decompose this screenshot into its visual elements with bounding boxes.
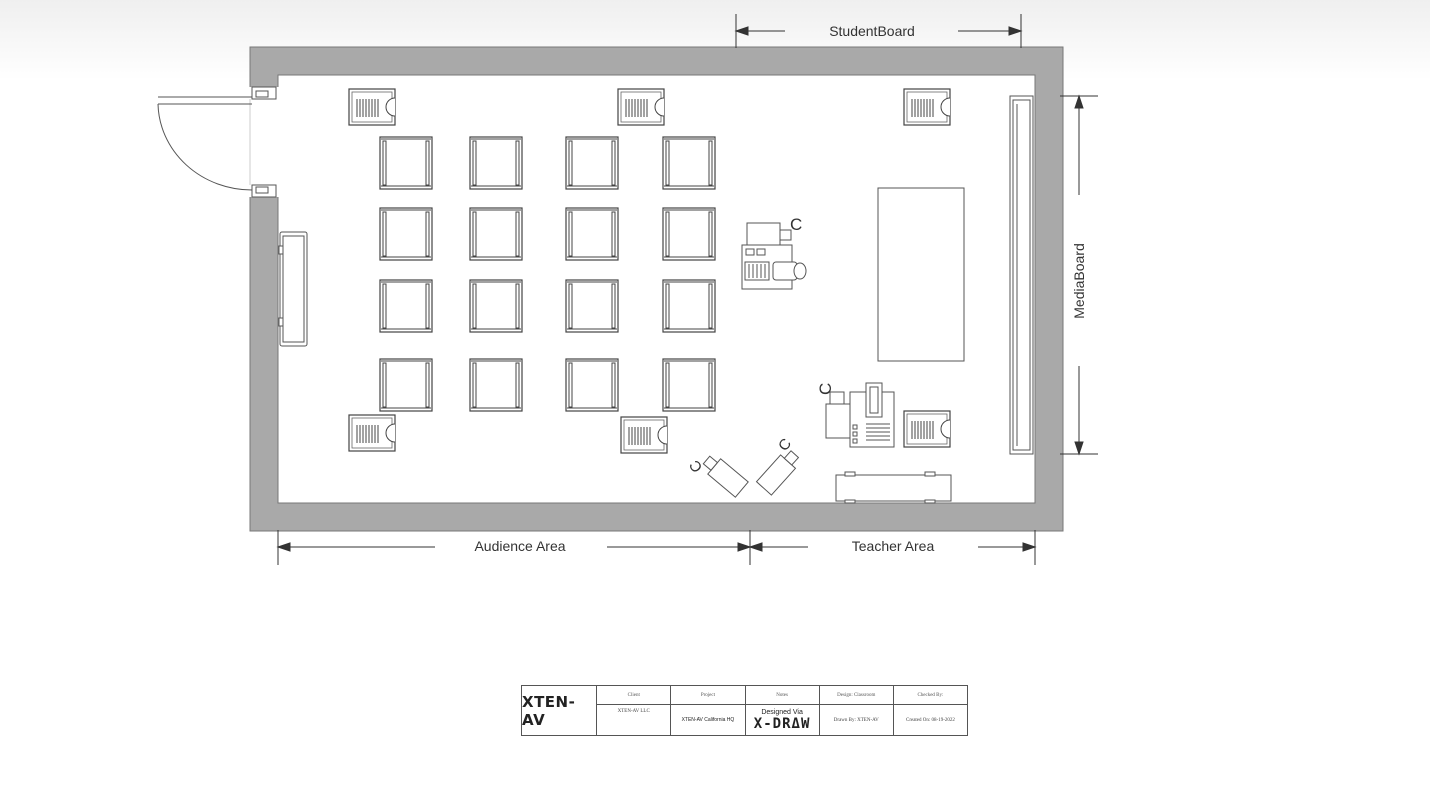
camera-label: C (790, 215, 802, 234)
tb-design: Design: Classroom Drawn By: XTEN-AV (819, 686, 894, 735)
tb-client: Client XTEN-AV LLC (597, 686, 672, 735)
tb-client-value: XTEN-AV LLC (617, 709, 650, 714)
dimension-areas (276, 530, 1037, 565)
camera-icon (755, 450, 800, 496)
tb-project: Project XTEN-AV California HQ (671, 686, 746, 735)
chair-icon (565, 279, 619, 333)
speaker-icon (903, 88, 951, 126)
tb-created-on: Created On: 08-19-2022 (905, 717, 955, 723)
chair-icon (469, 279, 523, 333)
speaker-icon (348, 414, 396, 452)
title-block: XTEN-AV Client XTEN-AV LLC Project XTEN-… (521, 685, 968, 736)
speaker-icon (617, 88, 665, 126)
dimension-mediaboard (1060, 94, 1098, 456)
door-icon (157, 96, 253, 191)
chair-icon (662, 279, 716, 333)
chair-icon (565, 358, 619, 412)
chair-icon (565, 207, 619, 261)
camera-icon (702, 455, 749, 498)
wall-display-icon (278, 231, 308, 347)
tb-notes-value: Designed Via X-DRΔW (746, 705, 819, 735)
tb-checked: Checked By: Created On: 08-19-2022 (893, 686, 968, 735)
tb-checked-head: Checked By: (893, 686, 968, 705)
dimension-label-studentboard: StudentBoard (829, 23, 915, 39)
chair-icon (379, 358, 433, 412)
chair-icon (379, 136, 433, 190)
tb-notes-head: Notes (745, 686, 819, 705)
chair-icon (379, 279, 433, 333)
speaker-icon (348, 88, 396, 126)
teacher-table (877, 187, 965, 362)
av-equipment-icon (741, 222, 807, 290)
chair-icon (662, 358, 716, 412)
chair-icon (662, 136, 716, 190)
room-walls (249, 46, 1064, 532)
dimension-studentboard (734, 14, 1023, 48)
chair-icon (379, 207, 433, 261)
chair-icon (469, 207, 523, 261)
tb-project-head: Project (671, 686, 745, 705)
chair-icon (469, 358, 523, 412)
chair-icon (469, 136, 523, 190)
dimension-label-teacher-area: Teacher Area (852, 538, 935, 554)
document-camera-icon (835, 471, 952, 504)
tb-notes: Notes Designed Via X-DRΔW (745, 686, 820, 735)
speaker-icon (620, 416, 668, 454)
tb-client-head: Client (597, 686, 671, 705)
speaker-icon (903, 410, 951, 448)
xten-av-logo: XTEN-AV (522, 686, 598, 735)
mediaboard-screen (1009, 95, 1034, 455)
dimension-label-mediaboard: MediaBoard (1071, 243, 1087, 319)
tb-drawn-by: Drawn By: XTEN-AV (833, 717, 879, 723)
camera-label: C (816, 383, 835, 395)
tb-design-head: Design: Classroom (819, 686, 893, 705)
chair-icon (565, 136, 619, 190)
tb-project-value: XTEN-AV California HQ (681, 717, 735, 723)
x-draw-logo: X-DRΔW (753, 715, 811, 732)
av-equipment-icon (825, 382, 895, 448)
camera-label: C (686, 457, 706, 476)
chair-icon (662, 207, 716, 261)
tb-designed-via: Designed Via (761, 708, 803, 716)
door-opening (249, 87, 279, 197)
dimension-label-audience-area: Audience Area (474, 538, 565, 554)
